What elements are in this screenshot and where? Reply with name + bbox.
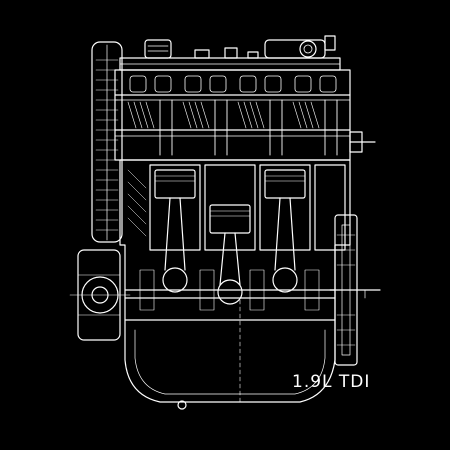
valve-cover [119,35,341,71]
flywheel [329,214,381,366]
crank-pulley [69,249,131,341]
oil-pan [124,299,336,410]
engine-model-label: 1.9L TDI [292,372,371,392]
timing-belt-cover [91,41,123,243]
engine-block [119,159,351,321]
cylinder-head [114,69,376,161]
